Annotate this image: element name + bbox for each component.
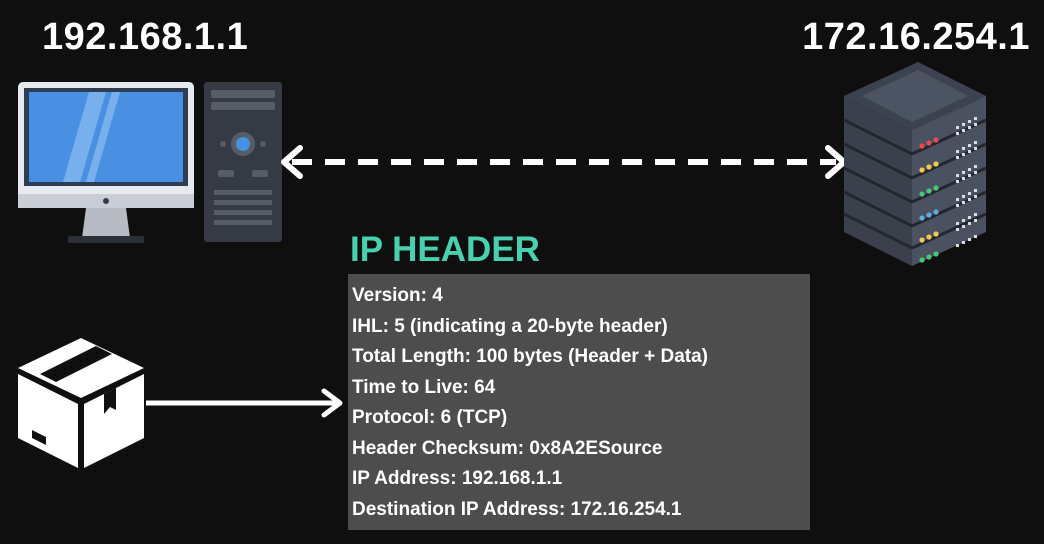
header-field-checksum: Header Checksum: 0x8A2ESource: [352, 437, 663, 459]
header-field-protocol: Protocol: 6 (TCP): [352, 407, 508, 428]
source-ip-label: 192.168.1.1: [42, 16, 249, 58]
package-box-icon: [18, 338, 144, 468]
ip-header-title: IP HEADER: [350, 230, 540, 269]
header-field-source-ip: IP Address: 192.168.1.1: [352, 468, 563, 489]
destination-ip-label: 172.16.254.1: [802, 16, 1030, 58]
header-field-version: Version: 4: [352, 285, 443, 306]
ip-header-panel: Version: 4 IHL: 5 (indicating a 20-byte …: [348, 274, 810, 530]
desktop-computer-icon: [18, 82, 282, 243]
header-field-ttl: Time to Live: 64: [352, 376, 496, 398]
header-field-destination-ip: Destination IP Address: 172.16.254.1: [352, 498, 682, 520]
server-rack-icon: [843, 62, 987, 266]
header-field-total-length: Total Length: 100 bytes (Header + Data): [352, 346, 708, 367]
header-field-ihl: IHL: 5 (indicating a 20-byte header): [352, 315, 668, 337]
dashed-bidirectional-arrow: [281, 145, 847, 179]
packet-arrow: [146, 388, 343, 418]
